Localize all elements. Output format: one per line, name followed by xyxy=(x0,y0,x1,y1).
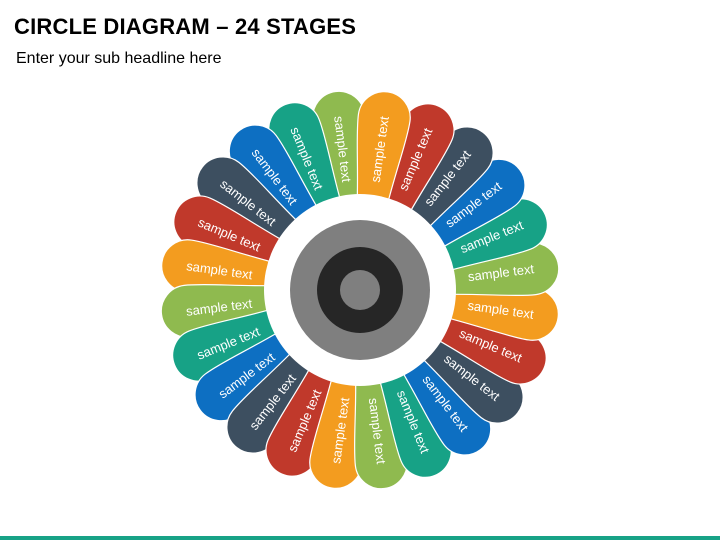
footer-accent-bar xyxy=(0,536,720,540)
stage-petal: sample text xyxy=(413,327,524,424)
stage-petal: sample text xyxy=(309,366,364,489)
page-title: CIRCLE DIAGRAM – 24 STAGES xyxy=(14,14,357,39)
page-subtitle: Enter your sub headline here xyxy=(16,50,222,67)
stage-petal: sample text xyxy=(436,242,560,297)
stage-petal: sample text xyxy=(265,357,343,477)
stage-petal: sample text xyxy=(356,91,411,214)
stage-petal: sample text xyxy=(160,283,284,338)
stage-petal-shape xyxy=(356,91,411,214)
stage-petal: sample text xyxy=(428,198,548,275)
stage-petal: sample text xyxy=(268,102,345,222)
center-disc-core xyxy=(340,270,380,310)
stage-petal: sample text xyxy=(436,286,559,341)
